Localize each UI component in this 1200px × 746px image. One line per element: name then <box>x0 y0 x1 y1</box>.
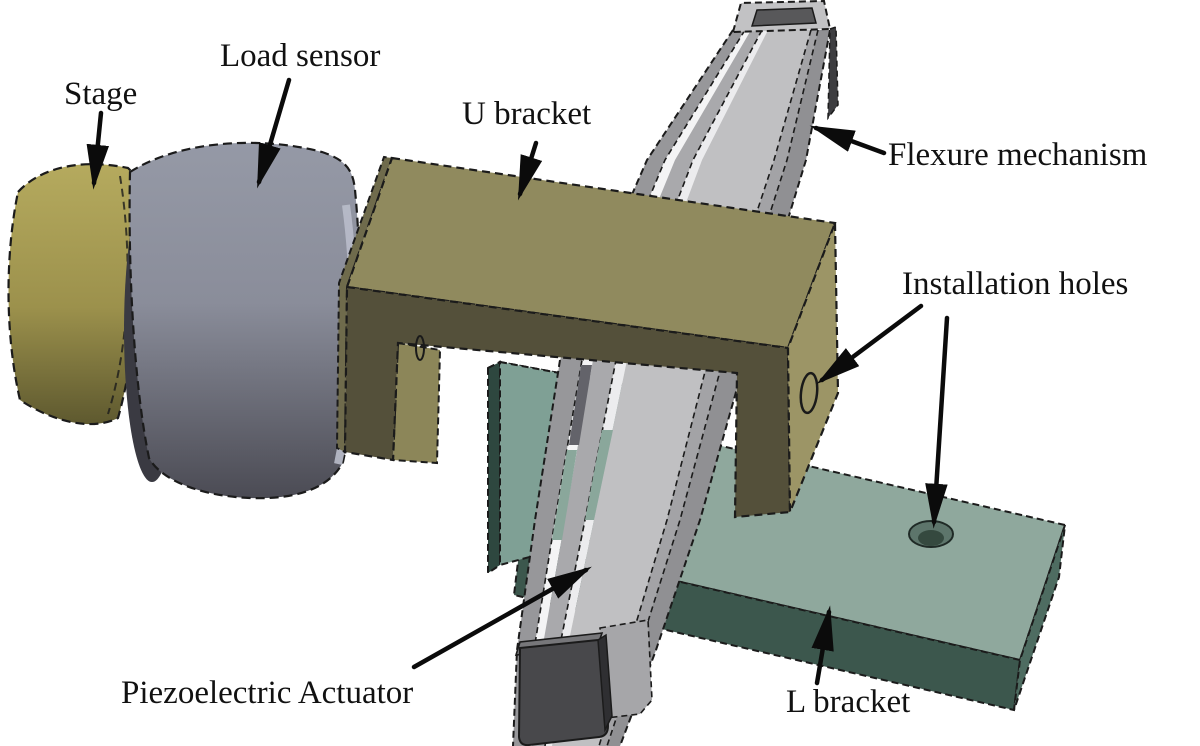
l-bracket-base-end <box>1013 524 1066 711</box>
leader-arrows <box>86 77 950 686</box>
l-bracket-upright-edge <box>487 360 501 575</box>
label-stage: Stage <box>64 76 137 112</box>
bracket-glimpse-1 <box>585 430 613 520</box>
flexure-bottom-block <box>514 619 653 746</box>
label-load-sensor: Load sensor <box>220 38 380 74</box>
labels: Stage Load sensor U bracket Flexure mech… <box>64 38 1148 720</box>
arrow-stage <box>86 110 110 190</box>
load-sensor-cylinder <box>124 141 361 500</box>
label-installation-holes: Installation holes <box>902 266 1128 302</box>
label-piezoelectric-actuator: Piezoelectric Actuator <box>121 675 413 711</box>
u-bracket-top-face <box>345 156 837 350</box>
arrow-flexure <box>809 125 887 156</box>
u-bracket-left-leg-inner <box>391 341 442 465</box>
arrow-load-sensor <box>256 77 292 189</box>
u-bracket-leg-hole <box>415 335 425 361</box>
installation-hole-base <box>908 520 954 548</box>
installation-hole-end-face <box>799 371 819 415</box>
label-u-bracket: U bracket <box>462 96 591 132</box>
arrow-installation-hole-2 <box>925 315 950 529</box>
arrow-installation-hole-1 <box>816 303 924 385</box>
flexure-left-wall <box>513 30 745 746</box>
stage-cylinder <box>7 163 139 426</box>
arrow-piezo-actuator <box>411 566 592 670</box>
u-bracket <box>335 155 840 519</box>
label-flexure-mechanism: Flexure mechanism <box>888 137 1148 173</box>
arrow-l-bracket <box>811 605 834 686</box>
flexure-top-cap <box>731 0 839 121</box>
flexure-right-wall <box>607 30 830 746</box>
arrow-u-bracket <box>517 140 543 201</box>
flexure-groove <box>599 30 818 746</box>
piezo-actuator-glimpse <box>569 365 592 445</box>
u-bracket-end-face <box>786 222 840 513</box>
label-l-bracket: L bracket <box>786 684 910 720</box>
bracket-glimpse-2 <box>552 450 577 540</box>
